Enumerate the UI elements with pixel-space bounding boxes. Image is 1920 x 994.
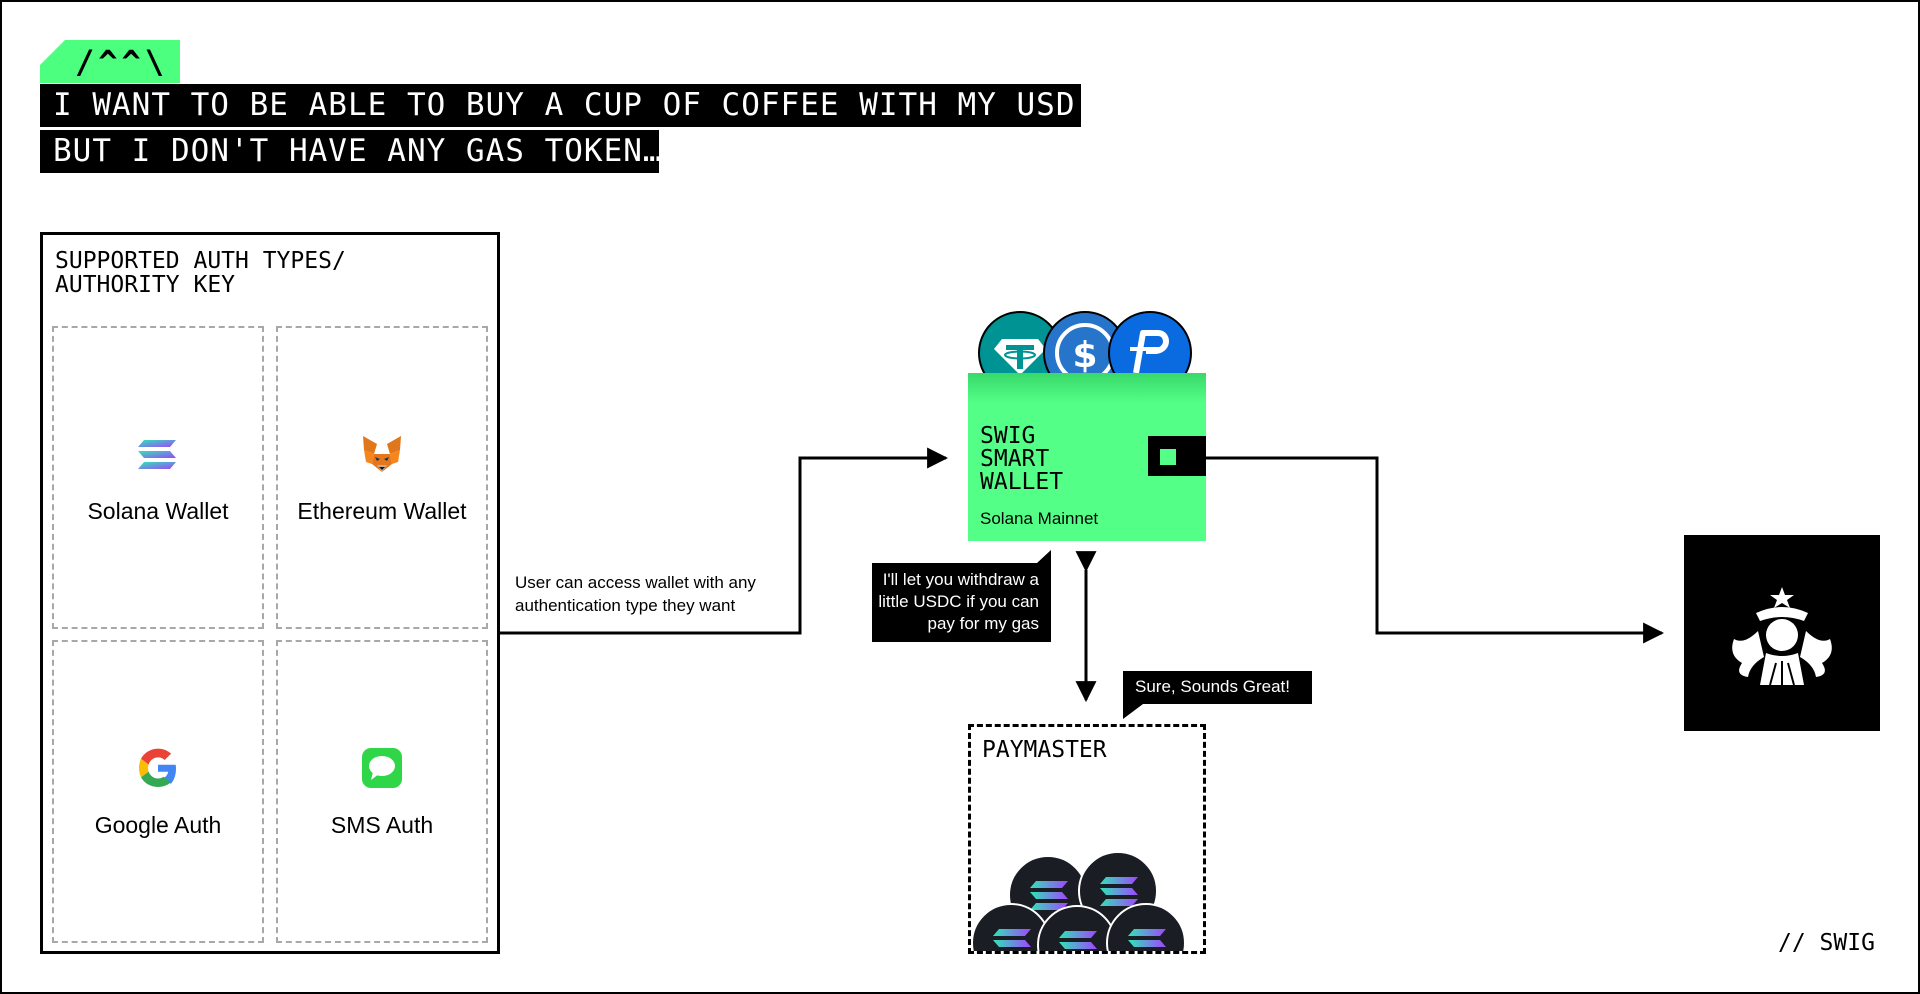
auth-option-google-auth[interactable]: Google Auth xyxy=(52,640,264,943)
connector-note: User can access wallet with any authenti… xyxy=(515,573,756,615)
auth-to-wallet-arrow xyxy=(500,447,949,635)
starbucks-merchant[interactable] xyxy=(1684,535,1880,731)
solana-coin-icon xyxy=(1106,903,1186,951)
google-icon xyxy=(139,748,176,787)
solana-icon xyxy=(138,440,176,469)
wallet-to-merchant-arrow xyxy=(1206,456,1665,644)
message-bubble-icon xyxy=(362,748,402,788)
wallet-title: SWIG SMART WALLET xyxy=(980,423,1064,495)
headline-line-2: BUT I DON'T HAVE ANY GAS TOKEN… xyxy=(40,130,662,173)
paymaster-speech-bubble: Sure, Sounds Great! xyxy=(1123,671,1312,719)
auth-option-label: Ethereum Wallet xyxy=(297,498,467,524)
wallet-clasp-icon xyxy=(1148,436,1206,476)
auth-option-sms-auth[interactable]: SMS Auth xyxy=(276,640,488,943)
auth-option-ethereum-wallet[interactable]: Ethereum Wallet xyxy=(276,326,488,629)
header-tag: /^^\ xyxy=(40,40,180,83)
wallet-speech-bubble: I'll let you withdraw a little USDC if y… xyxy=(872,550,1051,642)
metamask-fox-icon xyxy=(363,436,401,472)
auth-option-label: Google Auth xyxy=(94,812,222,838)
auth-types-panel: SUPPORTED AUTH TYPES/ AUTHORITY KEY Sola… xyxy=(40,232,500,954)
auth-option-label: SMS Auth xyxy=(330,812,434,838)
solana-coin-icon xyxy=(1037,905,1117,951)
headline-line-1: I WANT TO BE ABLE TO BUY A CUP OF COFFEE… xyxy=(40,84,1094,127)
auth-panel-title: SUPPORTED AUTH TYPES/ AUTHORITY KEY xyxy=(55,248,346,298)
swig-smart-wallet[interactable]: SWIG SMART WALLET Solana Mainnet xyxy=(968,373,1206,541)
wallet-shade xyxy=(968,373,1206,403)
auth-option-solana-wallet[interactable]: Solana Wallet xyxy=(52,326,264,629)
auth-option-label: Solana Wallet xyxy=(87,498,229,524)
starbucks-siren-icon xyxy=(1732,587,1832,686)
svg-text:$: $ xyxy=(1072,335,1097,376)
paymaster-title: PAYMASTER xyxy=(982,737,1107,763)
paymaster-box: PAYMASTER xyxy=(968,724,1206,954)
wallet-network: Solana Mainnet xyxy=(980,509,1099,528)
brand-mark: // SWIG xyxy=(1778,930,1875,956)
